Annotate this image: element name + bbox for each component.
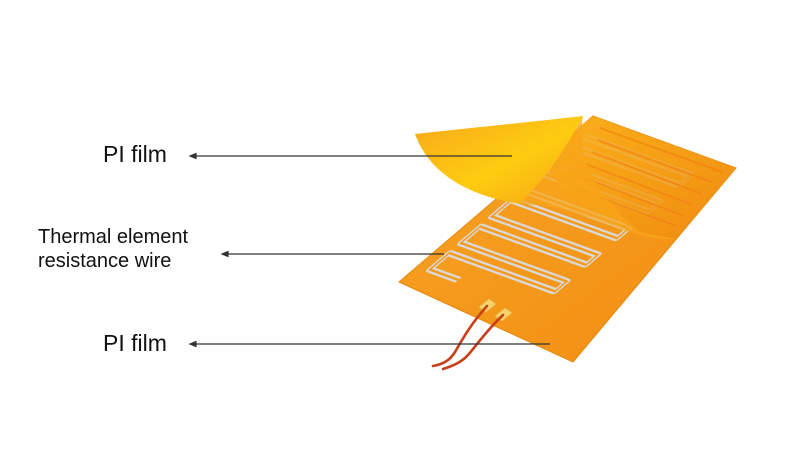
bottom-film-arrow-icon: [188, 340, 197, 348]
wire-arrow-icon: [220, 250, 229, 258]
lead-wires: [431, 304, 505, 371]
label-top-pi-film: PI film: [103, 141, 167, 167]
label-thermal-element-line2: resistance wire: [38, 250, 172, 272]
top-film-arrow-icon: [188, 152, 197, 160]
top-pi-film: [415, 116, 736, 240]
leader-lines: [188, 152, 550, 348]
label-thermal-element-line1: Thermal element: [38, 226, 189, 248]
label-bottom-pi-film: PI film: [103, 330, 167, 356]
